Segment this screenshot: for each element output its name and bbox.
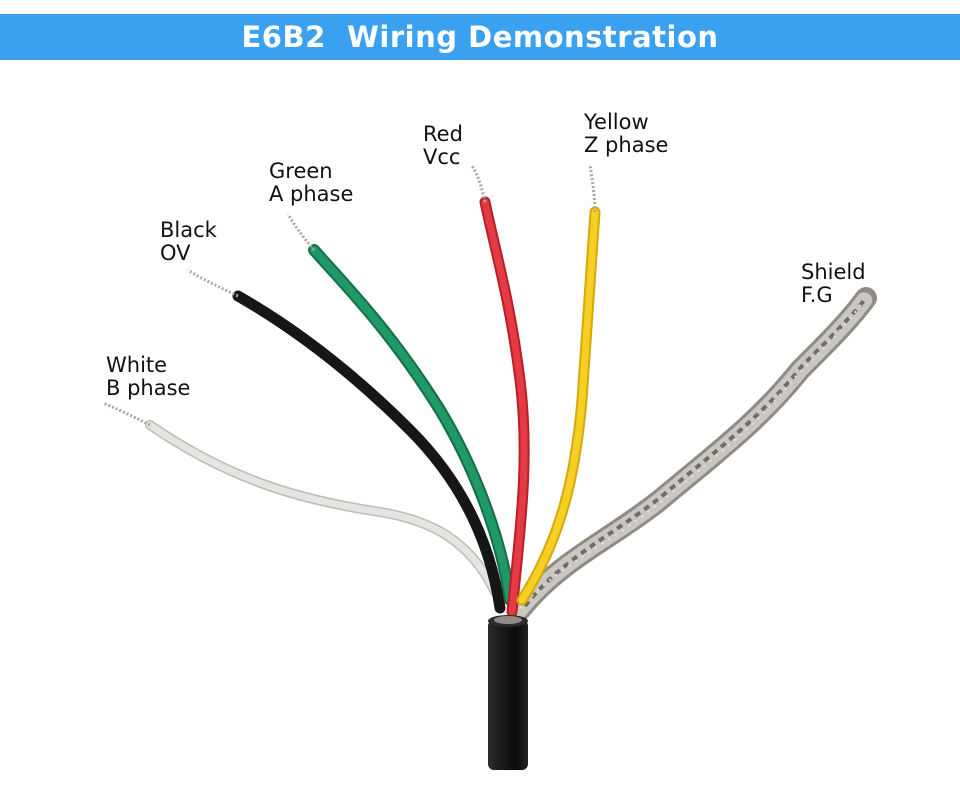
cable-jacket <box>488 615 528 770</box>
wire-color-name: Yellow <box>584 110 649 134</box>
wire-signal: F.G <box>801 283 833 307</box>
label-yellow-wire: Yellow Z phase <box>584 111 668 157</box>
wire-signal: Z phase <box>584 133 669 157</box>
wire-signal: Vcc <box>423 145 461 169</box>
white-wire <box>102 401 500 597</box>
page-title: E6B2 Wiring Demonstration <box>241 20 719 54</box>
yellow-wire <box>516 163 601 606</box>
black-wire <box>187 268 506 614</box>
red-wire <box>470 165 530 618</box>
label-green-wire: Green A phase <box>269 160 353 206</box>
green-wire <box>286 213 516 606</box>
wire-color-name: White <box>106 353 168 377</box>
wire-signal: A phase <box>269 182 354 206</box>
wire-color-name: Shield <box>801 260 866 284</box>
label-white-wire: White B phase <box>106 354 190 400</box>
shield-braid <box>509 287 877 621</box>
label-red-wire: Red Vcc <box>423 123 463 169</box>
wire-color-name: Black <box>160 218 217 242</box>
wire-color-name: Green <box>269 159 333 183</box>
label-black-wire: Black OV <box>160 219 217 265</box>
wire-signal: B phase <box>106 376 191 400</box>
label-shield: Shield F.G <box>801 261 866 307</box>
title-banner: E6B2 Wiring Demonstration <box>0 14 960 60</box>
wire-color-name: Red <box>423 122 463 146</box>
wire-signal: OV <box>160 241 191 265</box>
